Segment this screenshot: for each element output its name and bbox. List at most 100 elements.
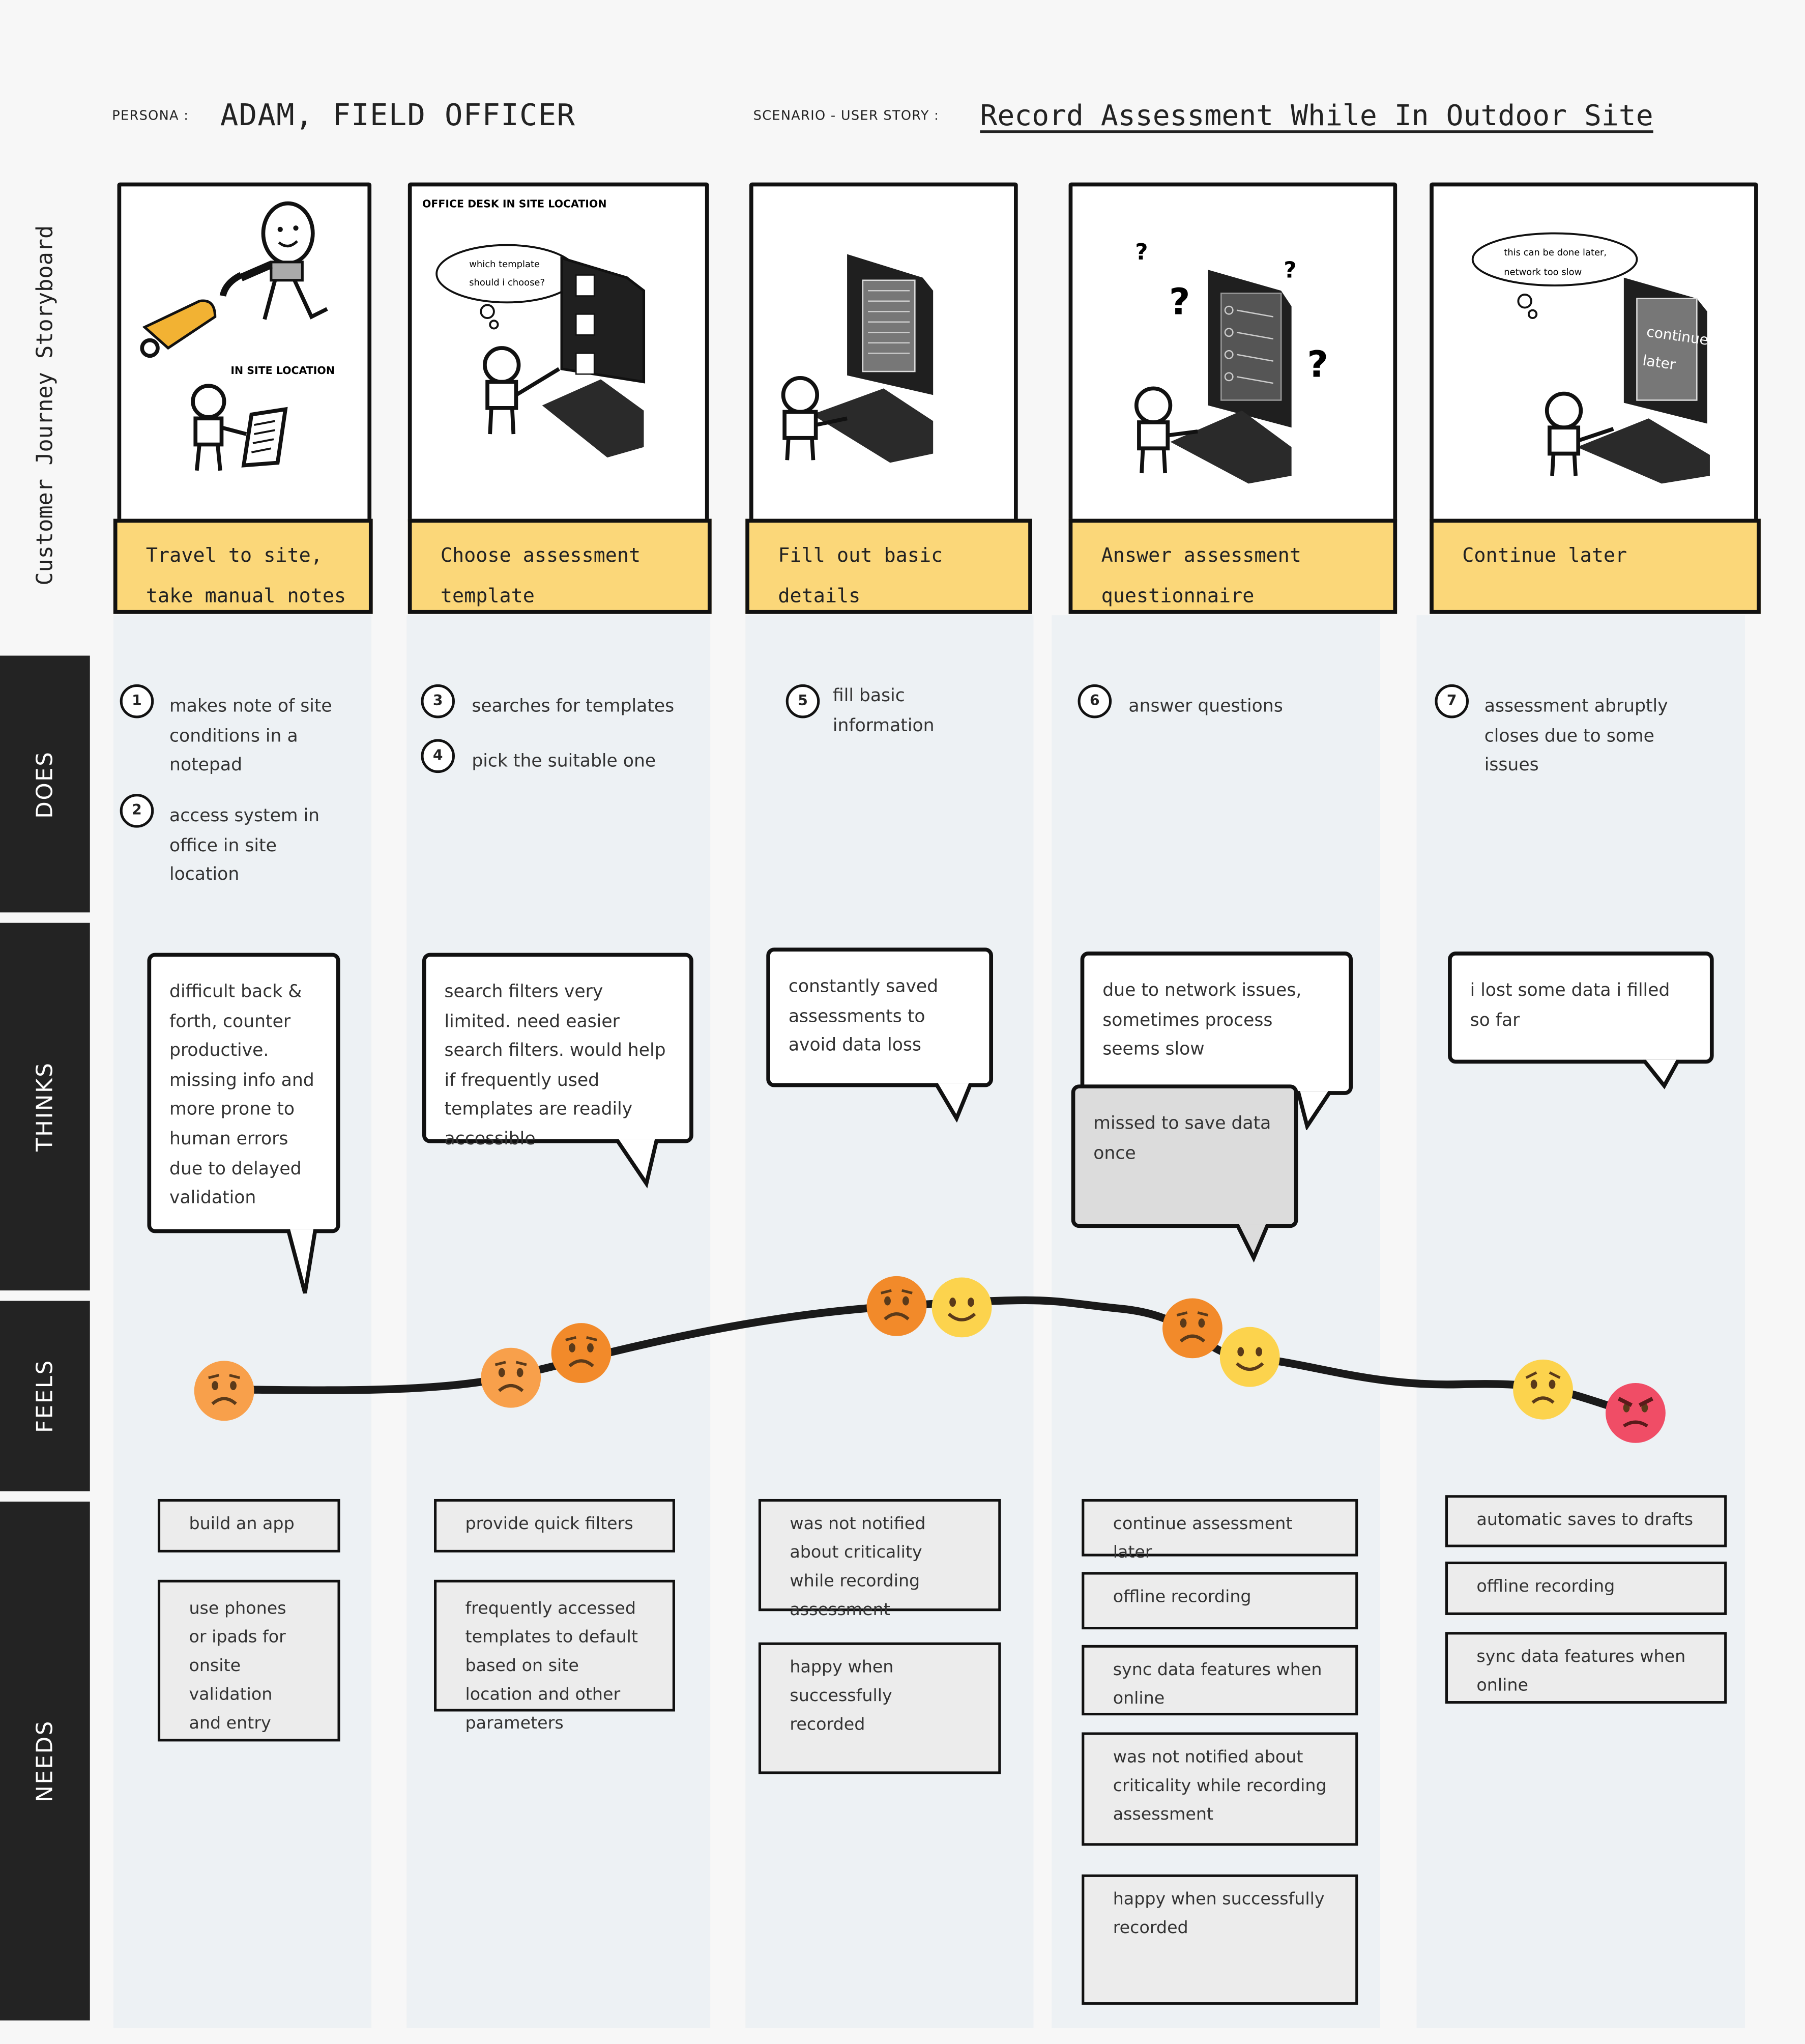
step-3: Fill out basic details <box>745 519 1032 614</box>
frame2-caption: OFFICE DESK IN SITE LOCATION <box>422 197 607 210</box>
need-5a: automatic saves to drafts <box>1445 1495 1727 1547</box>
step-4-line2: questionnaire <box>1101 584 1255 608</box>
frame2-thought-line1: which template <box>469 259 540 270</box>
storyboard-frame-2: OFFICE DESK IN SITE LOCATION which templ… <box>407 182 709 524</box>
needs-row-tab: NEEDS <box>0 1502 90 2021</box>
emotion-frown-icon <box>551 1323 612 1383</box>
need-4c-text: sync data features when online <box>1113 1660 1322 1709</box>
thinks-bubble-1: difficult back & forth, counter producti… <box>147 953 340 1233</box>
storyboard-row-label: Customer Journey Storyboard <box>33 225 59 586</box>
thinks-bubble-5: i lost some data i filled so far <box>1448 952 1714 1064</box>
step-1-line2: take manual notes <box>145 584 346 608</box>
storyboard-frame-1: IN SITE LOCATION <box>117 182 372 524</box>
does-item-2: access system in office in site location <box>169 805 320 885</box>
step-4: Answer assessment questionnaire <box>1068 519 1398 614</box>
need-3a: was not notified about criticality while… <box>758 1499 1001 1620</box>
step-1-line1: Travel to site, <box>145 543 323 567</box>
does-item-4: pick the suitable one <box>472 751 656 772</box>
column-bg-1 <box>113 615 372 2029</box>
thinks-bubble-3-tail <box>934 1083 973 1122</box>
emotion-worried-icon <box>1513 1359 1573 1420</box>
need-1b: use phones or ipads for onsite validatio… <box>157 1579 340 1742</box>
does-number-1: 1 <box>120 684 154 718</box>
emotion-sad-icon <box>194 1361 254 1421</box>
does-number-5: 5 <box>785 684 820 718</box>
need-2b: frequently accessed templates to default… <box>434 1579 675 1734</box>
column-bg-5 <box>1416 615 1745 2029</box>
does-number-4: 4 <box>421 739 455 773</box>
persona-name: ADAM, FIELD OFFICER <box>220 99 576 133</box>
frame5-thought-line1: this can be done later, <box>1504 247 1607 258</box>
thinks-bubble-2-tail <box>615 1139 659 1189</box>
does-number-6: 6 <box>1078 684 1112 718</box>
need-4d-text: was not notified about criticality while… <box>1113 1748 1327 1825</box>
thinks-text-5: i lost some data i filled so far <box>1470 980 1670 1031</box>
thinks-bubble-5-tail <box>1642 1059 1680 1089</box>
thinks-text-3: constantly saved assessments to avoid da… <box>788 976 939 1056</box>
basic-details-illustration <box>781 254 934 463</box>
does-row-label: DOES <box>32 750 58 818</box>
emotion-happy-icon <box>1219 1327 1280 1387</box>
thinks-bubble-2: search filters very limited. need easier… <box>422 953 693 1149</box>
storyboard-frame-4: ? ? ? ? <box>1068 182 1398 524</box>
persona-label: PERSONA : <box>112 109 189 124</box>
template-choice-illustration: OFFICE DESK IN SITE LOCATION which templ… <box>422 197 646 458</box>
does-item-5: fill basic information <box>832 685 935 736</box>
thinks-text-4: due to network issues, sometimes process… <box>1102 980 1302 1060</box>
step-1: Travel to site, take manual notes <box>113 519 373 614</box>
need-4b-text: offline recording <box>1113 1588 1251 1607</box>
question-mark-1: ? <box>1135 240 1148 265</box>
column-bg-2 <box>406 615 711 2029</box>
thinks-text-2: search filters very limited. need easier… <box>444 981 666 1150</box>
need-5b-text: offline recording <box>1476 1577 1615 1597</box>
emotion-frown-icon <box>866 1276 927 1336</box>
does-number-7: 7 <box>1435 684 1469 718</box>
feels-row-tab: FEELS <box>0 1301 90 1491</box>
does-item-6: answer questions <box>1128 696 1283 717</box>
step-5-line1: Continue later <box>1462 543 1627 567</box>
need-3b: happy when successfully recorded <box>758 1642 1001 1774</box>
need-3a-text: was not notified about criticality while… <box>790 1514 926 1621</box>
need-1a-text: build an app <box>189 1514 295 1535</box>
storyboard-frame-5: this can be done later, network too slow… <box>1430 182 1758 524</box>
step-5: Continue later <box>1430 519 1761 614</box>
emotion-happy-icon <box>931 1277 992 1338</box>
thinks-row-tab: THINKS <box>0 923 90 1291</box>
continue-later-illustration: this can be done later, network too slow… <box>1471 232 1710 484</box>
does-item-3: searches for templates <box>472 696 675 717</box>
need-4d: was not notified about criticality while… <box>1082 1732 1358 1846</box>
need-5c: sync data features when online <box>1445 1632 1727 1704</box>
need-1a: build an app <box>157 1499 340 1552</box>
emotion-angry-icon <box>1606 1383 1666 1443</box>
frame5-thought-line2: network too slow <box>1504 267 1582 278</box>
question-mark-2: ? <box>1169 280 1190 323</box>
thinks-bubble-3: constantly saved assessments to avoid da… <box>766 947 994 1087</box>
thinks-bubble-4: due to network issues, sometimes process… <box>1080 952 1353 1095</box>
thinks-bubble-4b-tail <box>1235 1224 1270 1263</box>
question-mark-3: ? <box>1284 258 1296 283</box>
storyboard-frame-3 <box>749 182 1018 524</box>
need-4e: happy when successfully recorded <box>1082 1874 1358 2005</box>
thinks-bubble-1-tail <box>286 1229 317 1294</box>
question-mark-4: ? <box>1307 342 1328 385</box>
field-officer-travel-illustration: IN SITE LOCATION <box>140 201 335 471</box>
does-item-1: makes note of site conditions in a notep… <box>169 696 332 776</box>
thinks-text-1: difficult back & forth, counter producti… <box>169 981 314 1209</box>
step-2-line2: template <box>440 584 535 608</box>
need-4e-text: happy when successfully recorded <box>1113 1890 1325 1939</box>
need-1b-text: use phones or ipads for onsite validatio… <box>189 1599 286 1734</box>
does-row-tab: DOES <box>0 655 90 913</box>
frame2-thought-line2: should i choose? <box>469 277 545 288</box>
questionnaire-illustration: ? ? ? ? <box>1134 240 1328 484</box>
need-5a-text: automatic saves to drafts <box>1476 1511 1694 1531</box>
thinks-bubble-4-tail <box>1296 1091 1332 1130</box>
emotion-frown-icon <box>1162 1298 1222 1359</box>
need-5c-text: sync data features when online <box>1476 1647 1686 1696</box>
frame1-caption: IN SITE LOCATION <box>230 364 335 377</box>
step-4-line1: Answer assessment <box>1101 543 1301 567</box>
need-4c: sync data features when online <box>1082 1645 1358 1716</box>
thinks-row-label: THINKS <box>32 1061 58 1152</box>
need-4a-text: continue assessment later <box>1113 1514 1293 1563</box>
does-item-7: assessment abruptly closes due to some i… <box>1484 696 1668 776</box>
